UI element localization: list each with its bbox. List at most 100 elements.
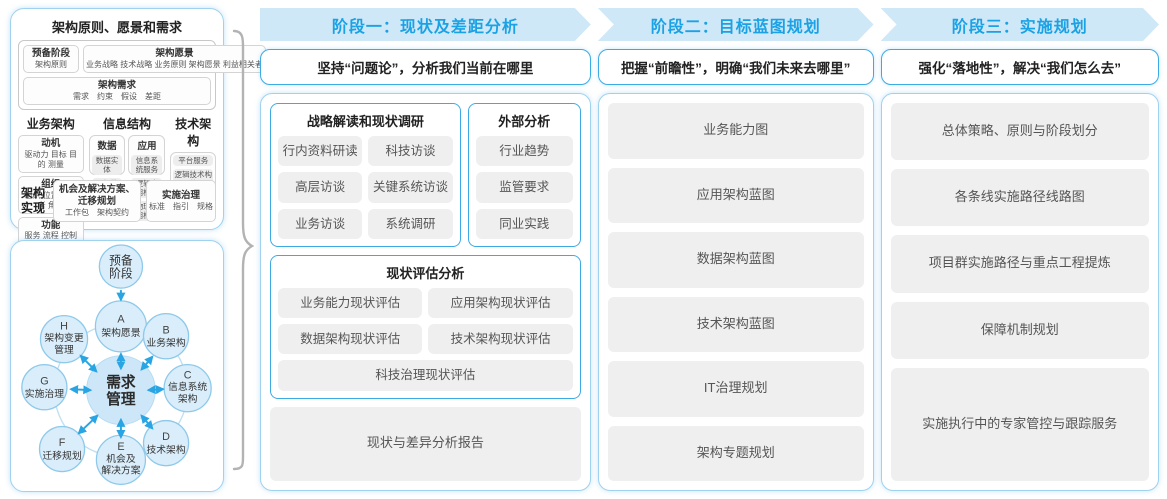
opportunity-migration-box: 机会及解决方案、迁移规划 工作包 架构契约 <box>53 180 141 222</box>
phase-1-header-band: 阶段一：现状及差距分析 <box>260 8 591 41</box>
business-architecture-column: 业务架构 动机 驱动力 目标 目的 测量 组织 组织 位置 驱动者 角色 功能 <box>18 115 84 255</box>
external-analysis-stack: 行业趋势 监管要求 同业实践 <box>475 136 573 239</box>
external-item: 监管要求 <box>475 172 573 203</box>
survey-item: 高层访谈 <box>278 172 363 203</box>
deliverable-item: 保障机制规划 <box>890 301 1149 359</box>
architecture-vision-title: 架构愿景 <box>155 48 194 59</box>
phase-1-header-text: 阶段一：现状及差距分析 <box>331 18 519 36</box>
node-b-label: 业务架构 <box>146 336 185 349</box>
opportunity-migration-sub: 工作包 架构契约 <box>65 207 129 217</box>
node-a-letter: A <box>117 313 125 325</box>
assessment-item: 数据架构现状评估 <box>278 324 423 355</box>
motivation-title: 动机 <box>41 137 61 149</box>
phase-3-header-text: 阶段三：实施规划 <box>951 18 1088 36</box>
data-box: 数据 数据实体 逻辑数据构件 物理数据构件 <box>88 134 126 221</box>
node-e-label2: 解决方案 <box>101 464 140 477</box>
phase-1-content: 战略解读和现状调研 行内资料研读 科技访谈 高层访谈 关键系统访谈 业务访谈 系… <box>260 93 591 491</box>
node-c-information-system-architecture: C 信息系统 架构 <box>163 364 212 413</box>
phase-3-subtitle-text: 强化“落地性”，解决“我们怎么去” <box>918 61 1122 76</box>
phase-2-header-text: 阶段二：目标蓝图规划 <box>650 18 821 36</box>
node-b-business-architecture: B 业务架构 <box>142 312 190 360</box>
implementation-governance-box: 实施治理 标准 指引 规格 <box>146 180 216 222</box>
prep-phase-title: 预备阶段 <box>31 48 70 59</box>
phase-3-subtitle: 强化“落地性”，解决“我们怎么去” <box>880 49 1159 85</box>
architecture-requirement-sub: 需求 约束 假设 差距 <box>73 91 161 101</box>
survey-item: 业务访谈 <box>278 208 363 239</box>
architecture-implementation-row: 架构实现 机会及解决方案、迁移规划 工作包 架构契约 实施治理 标准 指引 规格 <box>18 180 216 222</box>
prep-line1: 预备 <box>109 254 133 268</box>
phase-3-content: 总体策略、原则与阶段划分 各条线实施路径线路图 项目群实施路径与重点工程提炼 保… <box>880 93 1159 491</box>
current-state-assessment-box: 现状评估分析 业务能力现状评估 应用架构现状评估 数据架构现状评估 技术架构现状… <box>270 254 581 399</box>
node-e-opportunities-solutions: E 机会及 解决方案 <box>95 434 147 485</box>
phases-area: 阶段一：现状及差距分析 坚持“问题论”，分析我们当前在哪里 战略解读和现状调研 … <box>260 8 1159 491</box>
deliverable-item: 项目群实施路径与重点工程提炼 <box>890 235 1149 293</box>
business-architecture-header: 业务架构 <box>26 116 75 131</box>
node-h-architecture-change-management: H 架构变更 管理 <box>39 314 89 364</box>
prep-phase-box: 预备阶段 架构原则 <box>23 45 79 73</box>
deliverable-item: 架构专题规划 <box>607 425 864 481</box>
survey-item: 科技访谈 <box>368 136 453 167</box>
application-title: 应用 <box>137 140 157 152</box>
deliverable-item: 数据架构蓝图 <box>607 232 864 288</box>
arrow-d-center-icon <box>140 414 154 430</box>
node-c-letter: C <box>184 369 192 381</box>
deliverable-item: IT治理规划 <box>607 361 864 417</box>
node-c-label1: 信息系统 <box>168 380 207 393</box>
phase-2-stack: 业务能力图 应用架构蓝图 数据架构蓝图 技术架构蓝图 IT治理规划 架构专题规划 <box>607 103 864 481</box>
node-b-letter: B <box>162 324 169 336</box>
assessment-grid: 业务能力现状评估 应用架构现状评估 数据架构现状评估 技术架构现状评估 科技治理… <box>278 287 573 391</box>
gap-analysis-report-box: 现状与差异分析报告 <box>270 406 581 481</box>
data-item: 数据实体 <box>91 154 123 175</box>
node-c-label2: 架构 <box>178 392 198 405</box>
phase-2-subtitle: 把握“前瞻性”，明确“我们未来去哪里” <box>597 49 874 85</box>
cycle-arrows <box>69 290 165 440</box>
node-prep-phase: 预备 阶段 <box>98 244 144 289</box>
information-structure-header: 信息结构 <box>102 116 151 131</box>
architecture-implementation-label: 架构实现 <box>20 186 45 215</box>
strategy-survey-box: 战略解读和现状调研 行内资料研读 科技访谈 高层访谈 关键系统访谈 业务访谈 系… <box>270 103 461 247</box>
deliverable-item: 业务能力图 <box>607 103 864 159</box>
arrow-b-center-icon <box>140 355 154 371</box>
arrow-g-center-icon <box>69 385 93 395</box>
technical-architecture-header: 技术架构 <box>175 116 212 148</box>
prep-line2: 阶段 <box>109 266 133 280</box>
phase-2-subtitle-text: 把握“前瞻性”，明确“我们未来去哪里” <box>620 61 851 76</box>
architecture-requirement-box: 架构需求 需求 约束 假设 差距 <box>23 76 211 105</box>
node-f-letter: F <box>59 437 66 449</box>
node-d-circle <box>142 419 190 467</box>
phase-2-column: 阶段二：目标蓝图规划 把握“前瞻性”，明确“我们未来去哪里” 业务能力图 应用架… <box>597 8 874 491</box>
node-e-letter: E <box>117 441 124 453</box>
deliverable-item: 总体策略、原则与阶段划分 <box>890 103 1149 161</box>
assessment-item: 应用架构现状评估 <box>428 287 573 318</box>
implementation-governance-sub: 标准 指引 规格 <box>149 201 213 211</box>
left-panel-title: 架构原则、愿景和需求 <box>51 20 182 35</box>
deliverable-item: 各条线实施路径线路图 <box>890 169 1149 227</box>
adm-cycle-panel: 预备 阶段 A 架构愿景 B 业务架构 C 信息系统 <box>10 240 224 493</box>
node-d-label: 技术架构 <box>146 443 185 456</box>
node-f-circle <box>38 425 86 473</box>
node-g-circle <box>21 364 68 411</box>
phase-1-subtitle-text: 坚持“问题论”，分析我们当前在哪里 <box>317 61 534 76</box>
information-structure-column: 信息结构 数据 数据实体 逻辑数据构件 物理数据构件 应用 信息系统服务 逻辑应… <box>88 115 166 221</box>
architecture-columns: 业务架构 动机 驱动力 目标 目的 测量 组织 组织 位置 驱动者 角色 功能 <box>18 115 216 255</box>
phase-1-subtitle: 坚持“问题论”，分析我们当前在哪里 <box>260 49 591 85</box>
brace-column <box>230 8 254 491</box>
phase-3-stack: 总体策略、原则与阶段划分 各条线实施路径线路图 项目群实施路径与重点工程提炼 保… <box>890 103 1149 481</box>
node-h-label2: 管理 <box>54 343 74 356</box>
node-h-letter: H <box>60 320 68 332</box>
external-analysis-box: 外部分析 行业趋势 监管要求 同业实践 <box>467 103 581 247</box>
organization-title: 组织 <box>41 178 61 190</box>
phase-3-header-band: 阶段三：实施规划 <box>881 8 1159 41</box>
node-g-label: 实施治理 <box>25 387 64 400</box>
information-structure-boxes: 数据 数据实体 逻辑数据构件 物理数据构件 应用 信息系统服务 逻辑应用构件 物… <box>88 134 166 221</box>
center-label2: 管理 <box>106 390 136 408</box>
arrow-c-center-icon <box>146 385 165 395</box>
prep-phase-circle <box>98 244 144 289</box>
architecture-requirement-title: 架构需求 <box>97 79 136 91</box>
external-analysis-title: 外部分析 <box>498 114 551 129</box>
architecture-vision-box: 架构愿景 业务战略 技术战略 业务原则 架构愿景 利益相关者 <box>83 45 266 73</box>
motivation-sub: 驱动力 目标 目的 测量 <box>24 149 77 169</box>
technical-architecture-column: 技术架构 平台服务 逻辑技术构件 物理技术构件 <box>170 115 216 215</box>
node-a-architecture-vision: A 架构愿景 <box>94 300 148 353</box>
node-f-label: 迁移规划 <box>42 449 81 462</box>
